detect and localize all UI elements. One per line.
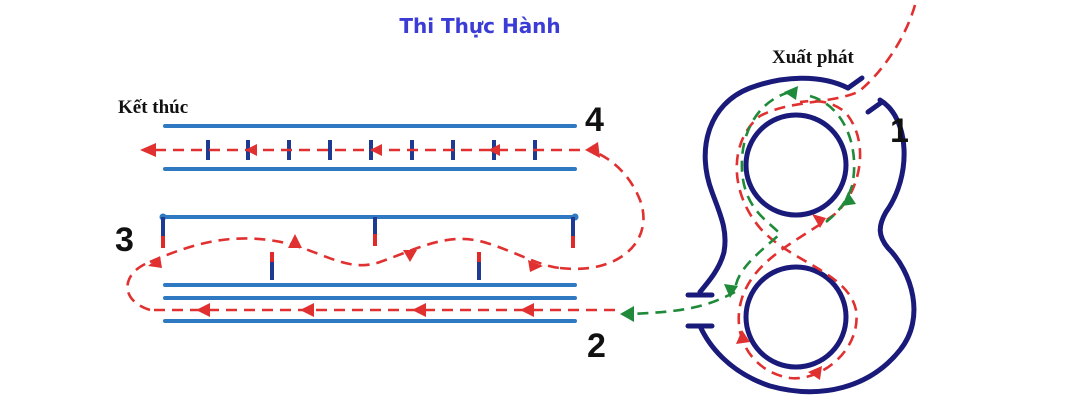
start-label: Xuất phát xyxy=(772,47,854,68)
arrow-left-icon xyxy=(620,306,634,322)
arrow-down-icon xyxy=(842,192,856,206)
section-1-figure-eight xyxy=(685,4,917,395)
route-alt-left xyxy=(733,90,791,293)
arrow-left-icon xyxy=(784,86,798,100)
route-connector-left xyxy=(126,260,151,312)
arrow-up-icon xyxy=(288,234,302,248)
arrow-left-icon xyxy=(245,144,257,156)
arrow-up-icon xyxy=(148,256,162,268)
start-stub xyxy=(845,75,865,91)
inner-circle-top xyxy=(743,112,849,218)
step-number-1: 1 xyxy=(890,112,909,150)
inner-circle-bottom xyxy=(743,264,849,370)
section-4-pole-lane xyxy=(140,124,580,171)
arrow-left-icon xyxy=(196,303,210,317)
diagram-title: Thi Thực Hành xyxy=(399,14,560,38)
arrow-left-icon xyxy=(412,303,426,317)
outer-track-left-top xyxy=(697,75,851,295)
section-3-zigzag-lane xyxy=(148,213,579,280)
step-number-4: 4 xyxy=(585,101,604,139)
arrow-left-icon xyxy=(585,142,600,158)
arrow-left-icon xyxy=(140,143,156,157)
outer-track-right xyxy=(697,97,917,395)
route-connector-right xyxy=(559,148,645,271)
route-section-1 xyxy=(735,4,917,380)
step-number-3: 3 xyxy=(115,221,134,259)
arrow-down-icon xyxy=(403,250,417,262)
route-section-3-wave xyxy=(149,237,561,270)
arrow-down-icon xyxy=(724,284,738,298)
arrow-left-icon xyxy=(808,366,822,380)
arrow-left-icon xyxy=(370,144,382,156)
start-stub-inner xyxy=(865,99,885,115)
arrow-left-icon xyxy=(300,303,314,317)
arrow-left-icon xyxy=(520,303,534,317)
section-2-straight-lane xyxy=(150,283,615,323)
route-alt-right xyxy=(809,94,856,224)
arrow-up-icon xyxy=(736,330,750,344)
finish-label: Kết thúc xyxy=(118,97,188,118)
arrow-right-icon xyxy=(528,260,543,272)
arrow-down-icon xyxy=(812,214,826,228)
step-number-2: 2 xyxy=(587,327,606,365)
arrow-left-icon xyxy=(488,144,500,156)
route-alt-connector xyxy=(627,290,736,316)
